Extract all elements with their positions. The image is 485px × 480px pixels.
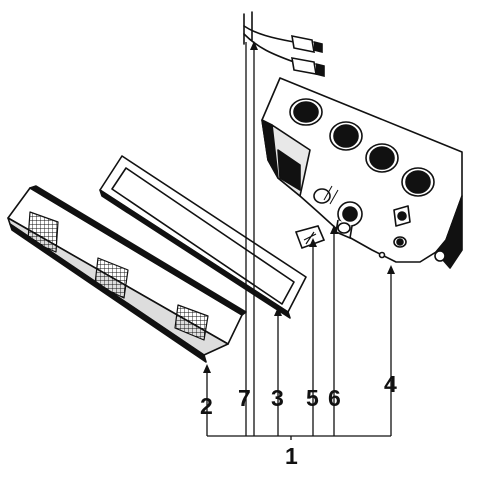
callout-5: 5: [306, 385, 319, 411]
housing-part-4: [261, 77, 463, 269]
wiring-harness-part-7: [243, 11, 325, 78]
callout-7: 7: [238, 385, 251, 411]
callout-2: 2: [200, 393, 213, 419]
callout-4: 4: [384, 371, 397, 397]
leader-lines: [206, 42, 392, 440]
bulb-part-5: [294, 225, 326, 250]
lens-grille-right: [174, 304, 209, 341]
callout-1: 1: [285, 443, 298, 469]
lens-grille-left: [27, 211, 59, 253]
socket-part-6: [335, 201, 363, 240]
lens-grille-center: [94, 257, 129, 299]
callout-3: 3: [271, 385, 284, 411]
lens-part-2: [7, 185, 247, 363]
callout-6: 6: [328, 385, 341, 411]
leader-arrowheads: [203, 41, 395, 373]
